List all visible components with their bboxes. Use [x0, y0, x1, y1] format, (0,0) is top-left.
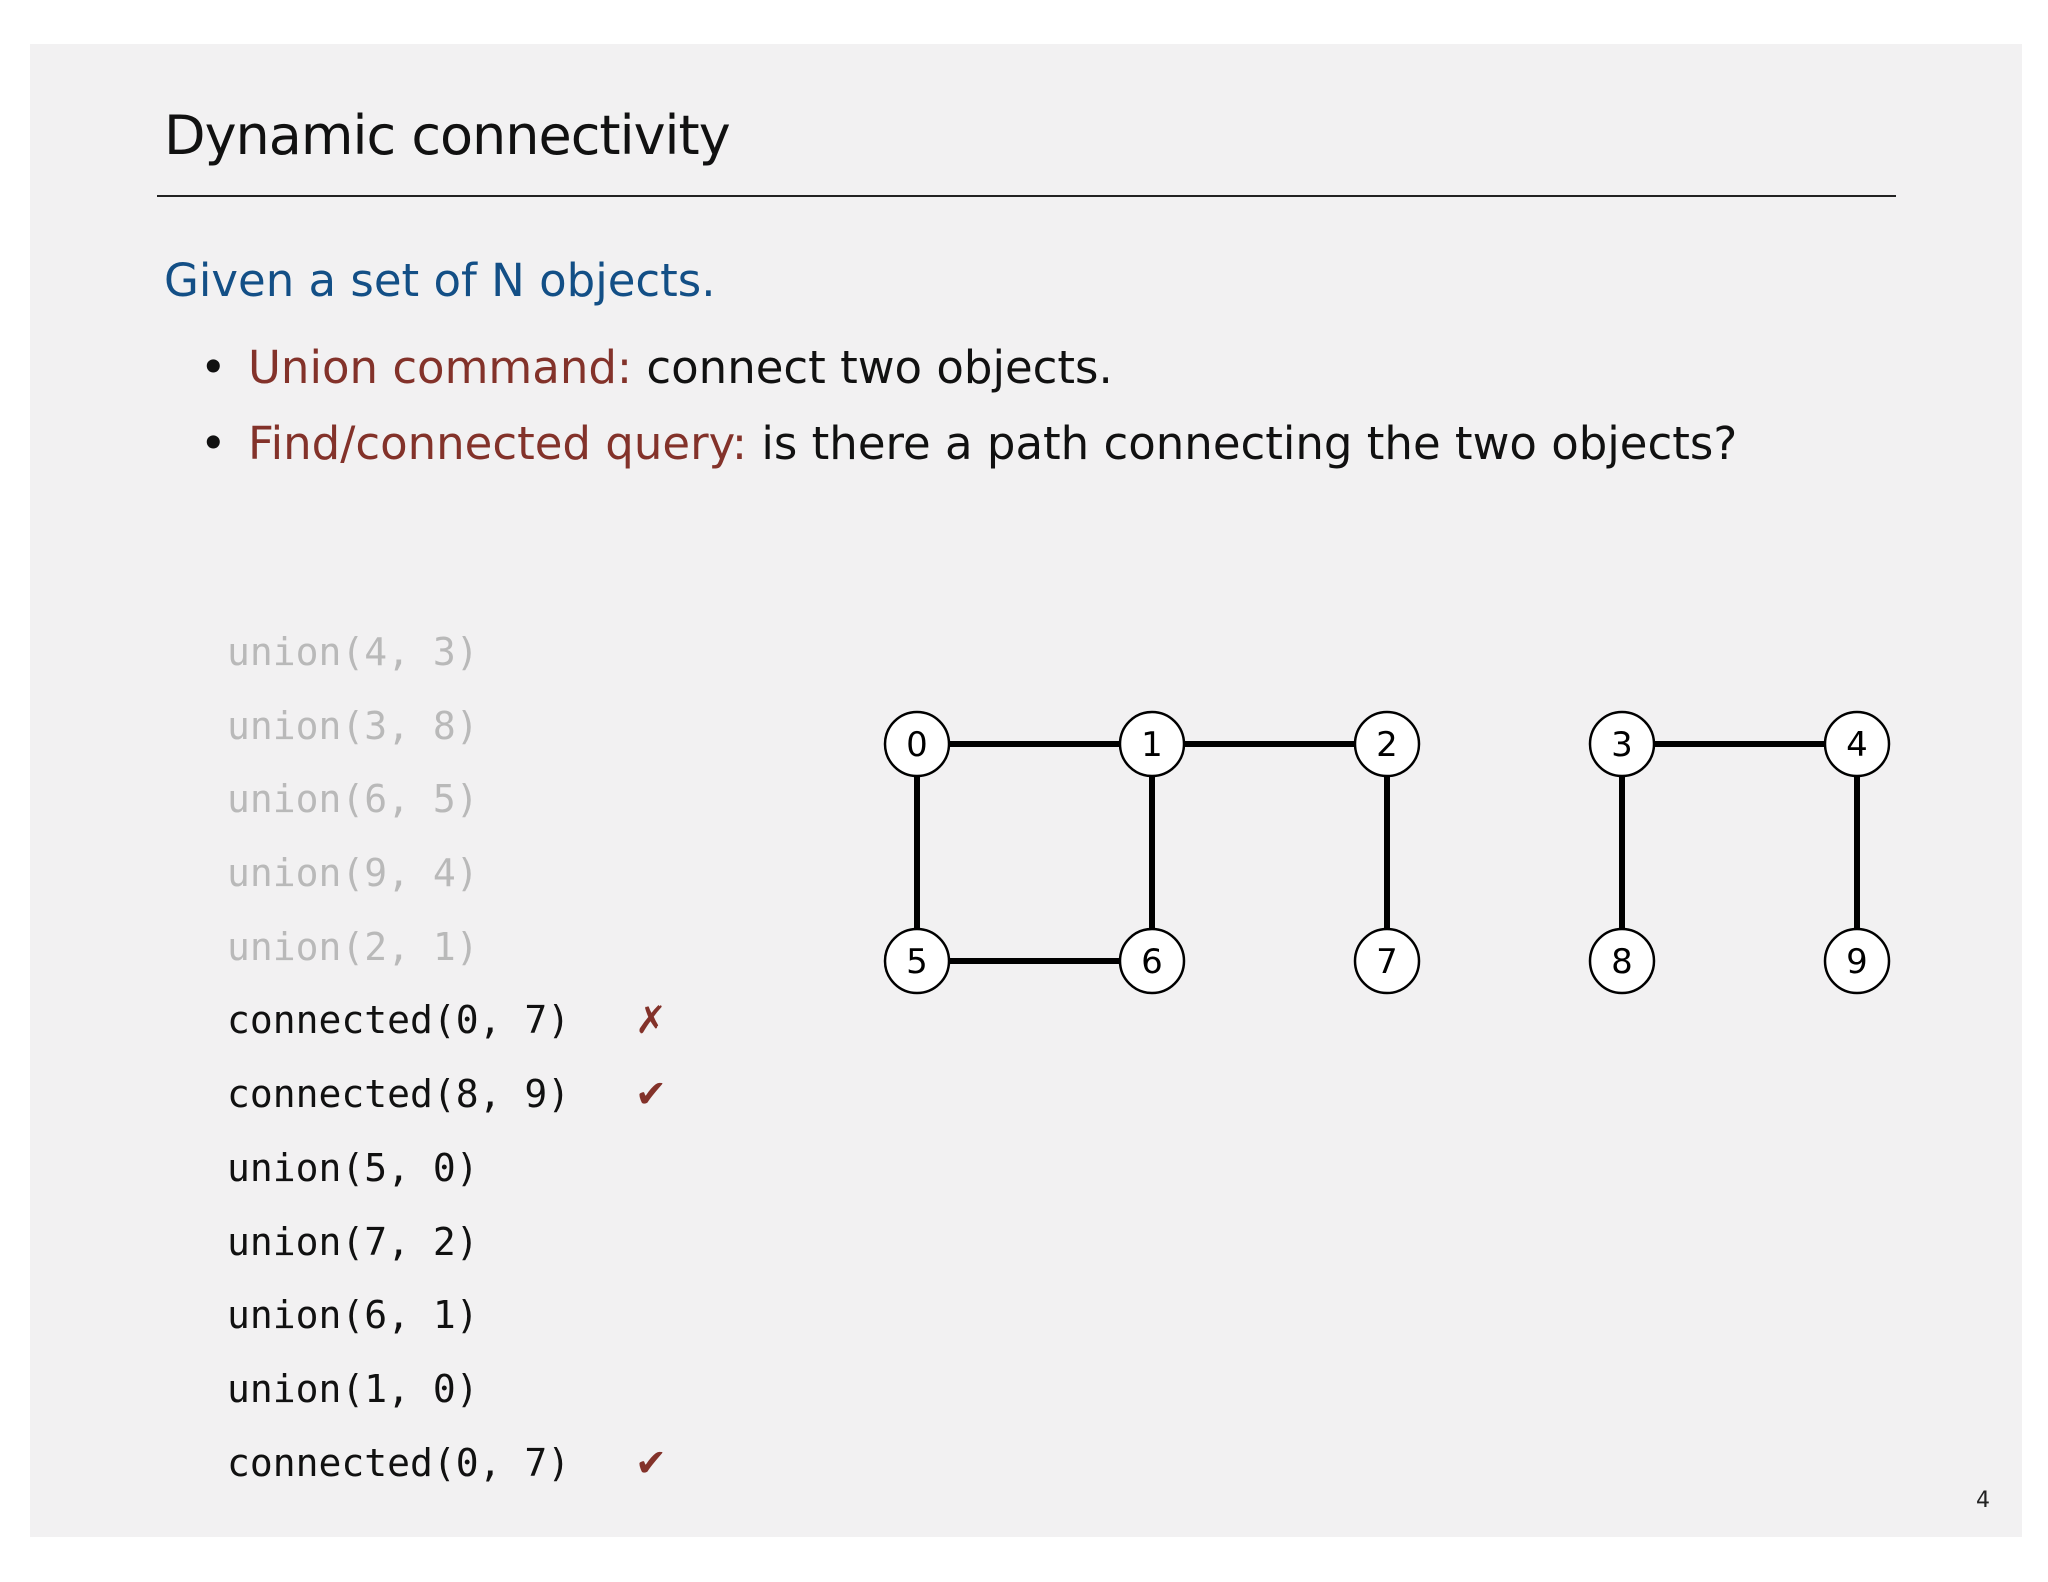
title-divider	[157, 195, 1896, 197]
bullet-dot-icon: •	[200, 341, 227, 394]
node-circle	[1823, 710, 1891, 778]
node-circle	[1588, 710, 1656, 778]
bullet-list: • Union command: connect two objects. • …	[200, 330, 1737, 482]
operation-text: union(7, 2)	[227, 1219, 479, 1264]
node-circle	[1588, 927, 1656, 995]
node-label: 1	[1141, 725, 1163, 765]
graph-node: 8	[1588, 927, 1656, 995]
operation-row: connected(0, 7) ✔	[227, 1427, 707, 1501]
operation-row: connected(8, 9) ✔	[227, 1058, 707, 1132]
node-label: 3	[1611, 725, 1633, 765]
node-circle	[1823, 927, 1891, 995]
intro-text: Given a set of N objects.	[164, 254, 716, 307]
operation-text: union(2, 1)	[227, 924, 479, 969]
operation-row: union(2, 1)	[227, 911, 707, 985]
operation-text: union(6, 5)	[227, 777, 479, 822]
operation-text: union(3, 8)	[227, 703, 479, 748]
graph-node: 1	[1118, 710, 1186, 778]
operation-row: union(5, 0)	[227, 1132, 707, 1206]
bullet-dot-icon: •	[200, 417, 227, 470]
node-circle	[883, 927, 951, 995]
connectivity-graph: 0 1 2 3 4 5 6 7 8 9	[883, 710, 1891, 995]
bullet-desc: connect two objects.	[646, 341, 1113, 394]
operation-text: union(6, 1)	[227, 1293, 479, 1338]
bullet-term: Find/connected query:	[248, 417, 748, 470]
operation-text: union(9, 4)	[227, 851, 479, 896]
operation-row: union(3, 8)	[227, 690, 707, 764]
check-icon: ✔	[635, 1440, 667, 1485]
graph-node: 0	[883, 710, 951, 778]
node-label: 0	[906, 725, 928, 765]
graph-node: 2	[1353, 710, 1421, 778]
slide-title: Dynamic connectivity	[164, 104, 731, 167]
operation-text: connected(0, 7)	[227, 1440, 571, 1485]
bullet-union: • Union command: connect two objects.	[200, 330, 1737, 406]
bullet-find: • Find/connected query: is there a path …	[200, 406, 1737, 482]
operation-text: connected(8, 9)	[227, 1072, 571, 1117]
page-number: 4	[1976, 1488, 1990, 1513]
graph-node: 6	[1118, 927, 1186, 995]
operation-text: union(4, 3)	[227, 630, 479, 674]
operation-row: union(6, 5)	[227, 763, 707, 837]
graph-node: 4	[1823, 710, 1891, 778]
graph-node: 9	[1823, 927, 1891, 995]
node-label: 8	[1611, 942, 1633, 982]
operation-list: union(4, 3) union(3, 8) union(6, 5) union(9…	[227, 616, 707, 1500]
node-label: 2	[1376, 725, 1398, 765]
operation-row: union(9, 4)	[227, 837, 707, 911]
node-label: 6	[1141, 942, 1163, 982]
node-circle	[1353, 710, 1421, 778]
node-label: 9	[1846, 942, 1868, 982]
slide: Dynamic connectivity Given a set of N ob…	[30, 44, 2022, 1537]
graph-node: 3	[1588, 710, 1656, 778]
operation-text: union(5, 0)	[227, 1145, 479, 1190]
node-circle	[883, 710, 951, 778]
graph-node: 5	[883, 927, 951, 995]
bullet-desc: is there a path connecting the two objec…	[761, 417, 1738, 470]
check-icon: ✔	[635, 1072, 667, 1117]
operation-row: union(7, 2)	[227, 1206, 707, 1280]
node-circle	[1353, 927, 1421, 995]
operation-text: union(1, 0)	[227, 1366, 479, 1411]
node-circle	[1118, 927, 1186, 995]
node-label: 5	[906, 942, 928, 982]
operation-text: connected(0, 7)	[227, 998, 571, 1043]
node-label: 4	[1846, 725, 1868, 765]
graph-node: 7	[1353, 927, 1421, 995]
cross-icon: ✗	[635, 998, 667, 1043]
operation-row: union(4, 3)	[227, 616, 707, 690]
operation-row: connected(0, 7) ✗	[227, 984, 707, 1058]
operation-row: union(1, 0)	[227, 1353, 707, 1427]
bullet-term: Union command:	[248, 341, 633, 394]
node-circle	[1118, 710, 1186, 778]
operation-row: union(6, 1)	[227, 1279, 707, 1353]
node-label: 7	[1376, 942, 1398, 982]
